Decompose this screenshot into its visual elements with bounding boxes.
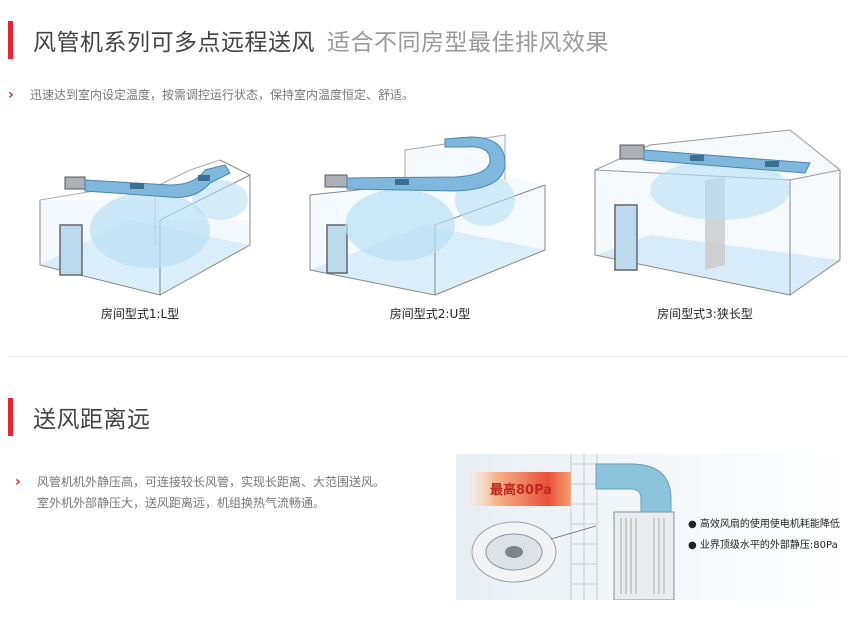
section1-title: 风管机系列可多点远程送风 <box>33 30 315 56</box>
fan-unit-diagram: 最高80Pa ● 高效风扇的使用使电机耗能降低 ● 业界顶级水平的外部静压:80… <box>456 454 848 600</box>
room-label-narrow: 房间型式3:狭长型 <box>657 307 753 321</box>
pressure-label: 最高80Pa <box>490 483 553 498</box>
heading-accent-bar <box>8 398 13 436</box>
room-l-shape-illustration <box>30 125 270 305</box>
room-label-l: 房间型式1:L型 <box>100 307 180 321</box>
section2-bullet: › 风管机机外静压高，可连接较长风管，实现长距离、大范围送风。 室外机外部静压大… <box>15 472 385 514</box>
section1-bullet-text: 迅速达到室内设定温度，按需调控运行状态，保持室内温度恒定、舒适。 <box>30 88 415 102</box>
section2-heading: 送风距离远 <box>8 397 151 437</box>
room-narrow-illustration <box>590 125 845 305</box>
section1-bullet: › 迅速达到室内设定温度，按需调控运行状态，保持室内温度恒定、舒适。 <box>8 85 414 106</box>
chevron-right-icon: › <box>15 474 21 490</box>
room-u-shape-illustration <box>305 125 550 305</box>
section2-title: 送风距离远 <box>33 407 151 433</box>
section2-bullet-line: 风管机机外静压高，可连接较长风管，实现长距离、大范围送风。 <box>37 475 386 489</box>
section-divider <box>8 356 848 357</box>
chevron-right-icon: › <box>8 87 14 103</box>
section2-bullet-line: 室外机外部静压大，送风距离远，机组换热气流畅通。 <box>37 496 326 510</box>
heading-accent-bar <box>8 21 13 59</box>
room-label-u: 房间型式2:U型 <box>389 307 471 321</box>
section1-subtitle: 适合不同房型最佳排风效果 <box>327 30 609 56</box>
feature-line: ● 业界顶级水平的外部静压:80Pa <box>688 540 838 551</box>
section1-heading: 风管机系列可多点远程送风 适合不同房型最佳排风效果 <box>8 20 609 60</box>
feature-line: ● 高效风扇的使用使电机耗能降低 <box>688 519 840 530</box>
